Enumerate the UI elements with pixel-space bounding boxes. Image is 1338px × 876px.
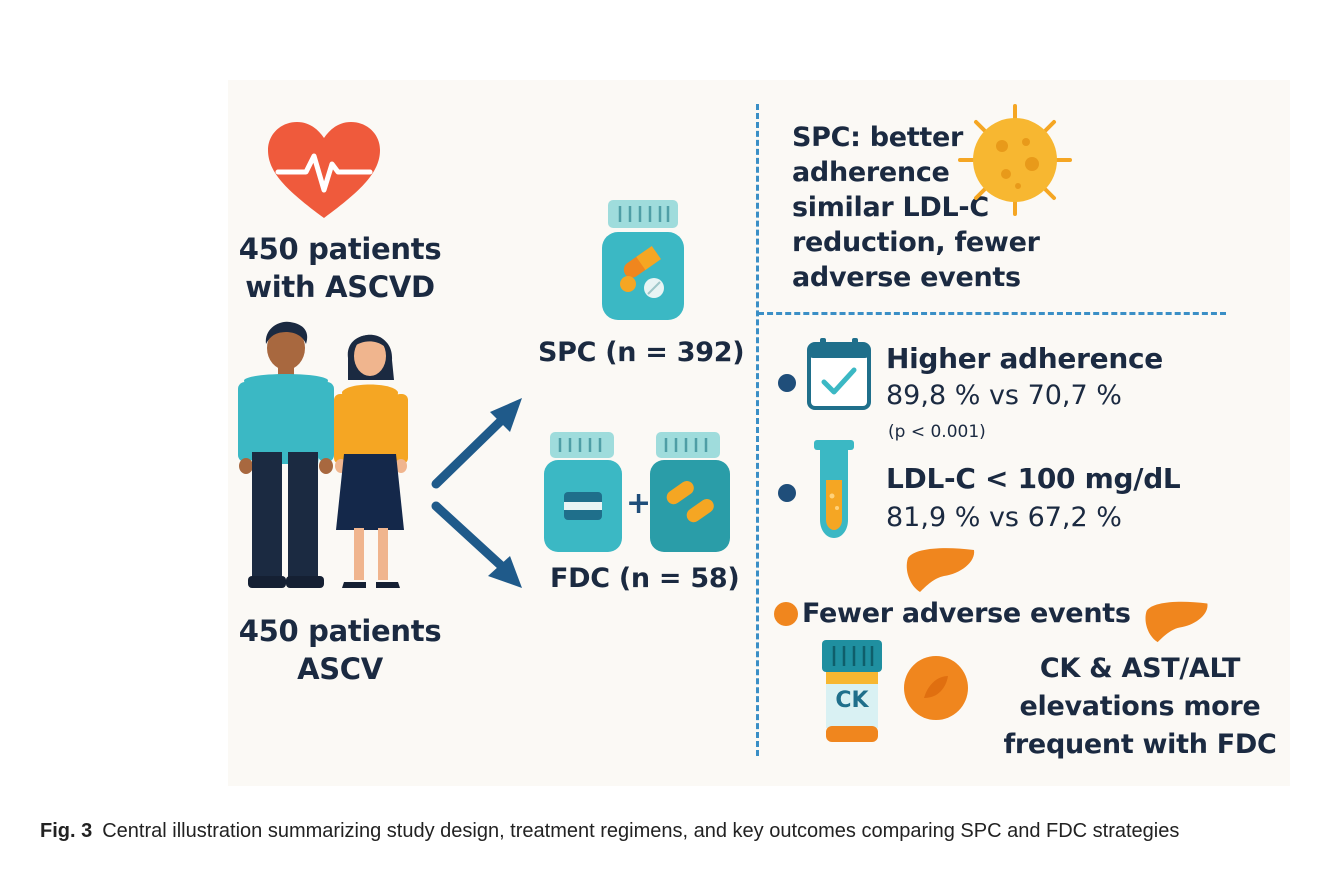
figure-caption: Fig. 3 Central illustration summarizing s… [40,820,1320,843]
bottom-patients-label: 450 patients ASCV [220,612,460,688]
summary-line-2: adherence [792,157,950,188]
ck-description: CK & AST/ALT elevations more frequent wi… [990,650,1290,764]
heart-icon [266,120,382,220]
summary-line-3: similar LDL-C [792,192,989,223]
liver-icon-2 [1142,598,1212,644]
figure-caption-text: Central illustration summarizing study d… [102,820,1180,842]
spc-pill-bottle-icon [598,198,690,324]
summary-text: SPC: better adherence similar LDL-C redu… [792,120,1052,295]
calendar-check-icon [806,338,872,412]
ck-vial-icon [820,640,884,744]
vertical-divider [756,104,759,756]
liver-icon [904,544,978,594]
top-patients-label: 450 patients with ASCVD [220,230,460,306]
ck-line-2: elevations more [1019,691,1261,722]
ldl-bullet [778,484,796,502]
ldl-values: 81,9 % vs 67,2 % [886,502,1122,533]
arrow-to-fdc [431,501,513,577]
test-tube-icon [812,440,856,540]
bottom-patients-line-1: 450 patients [238,614,442,648]
adherence-bullet [778,374,796,392]
patients-people-icon [230,318,420,594]
fdc-plus-sign: + [626,486,652,521]
adverse-bullet [774,602,798,626]
bottom-patients-line-2: ASCV [297,652,383,686]
spc-group-label: SPC (n = 392) [538,337,745,368]
pill-disc-icon [902,654,970,722]
adverse-title: Fewer adverse events [802,598,1131,629]
fdc-pill-bottles-icon [544,430,730,554]
ldl-title: LDL-C < 100 mg/dL [886,462,1181,495]
top-patients-line-1: 450 patients [238,232,442,266]
sun-icon [952,102,1078,218]
ck-vial-label: CK [835,688,869,713]
branch-arrows [426,392,530,592]
adherence-p-value: (p < 0.001) [888,422,986,442]
summary-line-4: reduction, fewer [792,227,1040,258]
fdc-group-label: FDC (n = 58) [550,563,740,594]
adherence-values: 89,8 % vs 70,7 % [886,380,1122,411]
arrow-to-spc [431,409,513,489]
summary-line-5: adverse events [792,262,1021,293]
ck-line-3: frequent with FDC [1003,729,1277,760]
summary-line-1: SPC: better [792,122,964,153]
horizontal-divider [758,312,1226,315]
figure-number: Fig. 3 [40,820,93,842]
adherence-title: Higher adherence [886,342,1163,375]
ck-line-1: CK & AST/ALT [1039,653,1241,684]
top-patients-line-2: with ASCVD [245,270,435,304]
